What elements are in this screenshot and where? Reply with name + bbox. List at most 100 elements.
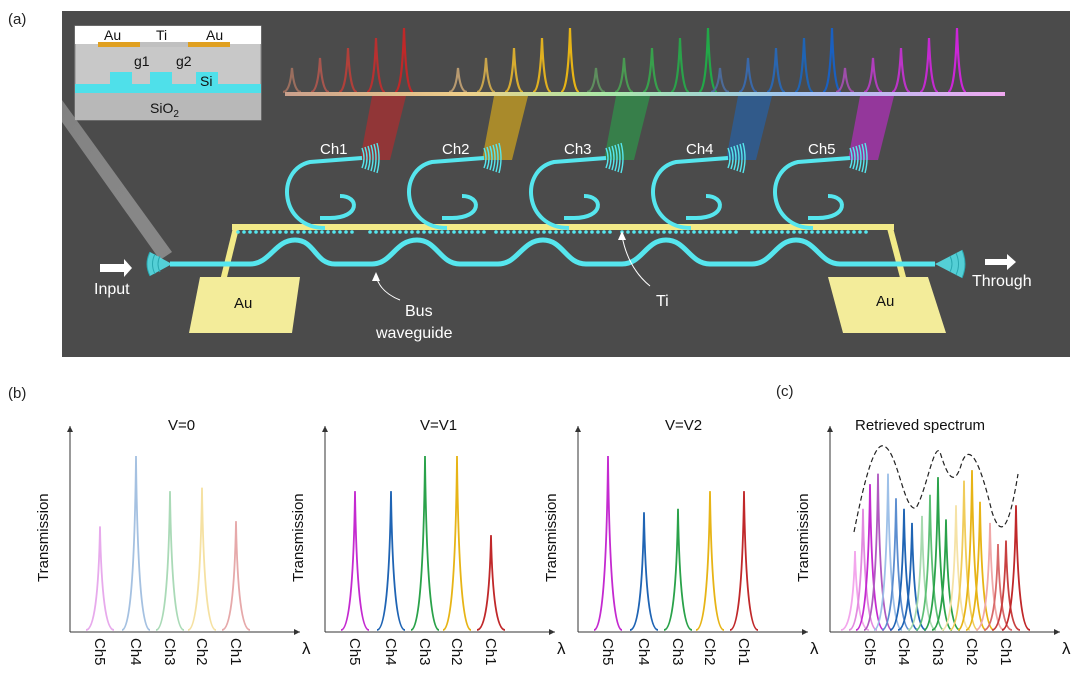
ring-dot [828,230,832,234]
bus-label-line1: Bus [405,303,433,320]
comb-peak [670,37,690,94]
ring-dot [704,230,708,234]
plot-title: V=0 [168,417,195,434]
ring-dot [428,230,432,234]
ring-dot [386,230,390,234]
tick-label: Ch2 [193,638,210,666]
comb-peak [710,67,730,94]
drop-waveguide [285,156,363,230]
ring-dot [840,230,844,234]
spectrum-peak [873,473,903,631]
ring-dot [326,230,330,234]
ring-dot [260,230,264,234]
tick-label: Ch3 [161,638,178,666]
spectrum-peak [889,508,919,631]
channel-beams [360,96,894,160]
xs-ti: Ti [156,27,167,43]
y-axis-label: Transmission [543,493,560,582]
channel-grating [361,142,380,174]
channel-beam [604,96,650,160]
ring-dot [680,230,684,234]
ring-dot [494,230,498,234]
spectrum-peak [855,484,885,631]
ring-dot [440,230,444,234]
ring-dot [272,230,276,234]
ring-dot [242,230,246,234]
channel-beam [482,96,528,160]
au-pad-left-label: Au [234,295,252,312]
ring-dot [368,230,372,234]
ring-dot [644,230,648,234]
spectrum-peak [991,540,1021,631]
ring-dot [434,230,438,234]
output-comb [282,27,967,94]
xs-au-right: Au [206,27,223,43]
ring-dot [344,230,348,234]
xs-au-left: Au [104,27,121,43]
channel-label: Ch1 [320,141,348,158]
spectrum-peak [931,519,961,631]
through-label: Through [972,273,1032,290]
ring-dot [804,230,808,234]
ring-dot [236,230,240,234]
spectrum-peak [410,455,440,631]
x-axis-label: λ [810,639,819,658]
ring-dot [374,230,378,234]
ring-dot [410,230,414,234]
ring-dot [858,230,862,234]
panel-a-label: (a) [8,11,26,28]
comb-peak [947,27,967,94]
tick-label: Ch5 [91,638,108,666]
ring-dot [816,230,820,234]
ring-dot [548,230,552,234]
ring-dot [626,230,630,234]
ring-dot [380,230,384,234]
ring-dot [392,230,396,234]
ring-dot [290,230,294,234]
tick-label: Ch2 [701,638,718,666]
spectrum-peak [340,491,370,631]
ring-dot [500,230,504,234]
ring-dot [632,230,636,234]
ring-dot [608,230,612,234]
ring-dot [852,230,856,234]
spectrum-peak [840,551,870,631]
spectrum-peak [376,491,406,631]
y-axis-label: Transmission [290,493,307,582]
spectrum-peak [975,522,1005,631]
spectrum-peak [881,498,911,631]
ring-dot [308,230,312,234]
ti-pointer [621,235,651,287]
spectrum-peak [983,543,1013,631]
tick-label: Ch2 [963,638,980,666]
bus-waveguide [170,237,935,267]
input-grating [146,251,172,277]
ring-dot [792,230,796,234]
ring-dot [596,230,600,234]
channel-grating [483,142,502,174]
spectrum-peak [1001,505,1031,631]
tick-label: Ch4 [895,638,912,666]
channel-beam [726,96,772,160]
drop-waveguide [529,156,607,230]
tick-label: Ch3 [416,638,433,666]
ring-dot [542,230,546,234]
tick-label: Ch5 [346,638,363,666]
panel-c-label: (c) [776,383,794,400]
ring-dot [266,230,270,234]
heater-lead-right [887,227,908,286]
spectrum-peak [949,480,979,631]
comb-peak [794,37,814,94]
ring-dot [248,230,252,234]
ring-dot [536,230,540,234]
tick-label: Ch4 [127,638,144,666]
ring-dot [554,230,558,234]
ring-dot [458,230,462,234]
comb-peak [642,47,662,94]
